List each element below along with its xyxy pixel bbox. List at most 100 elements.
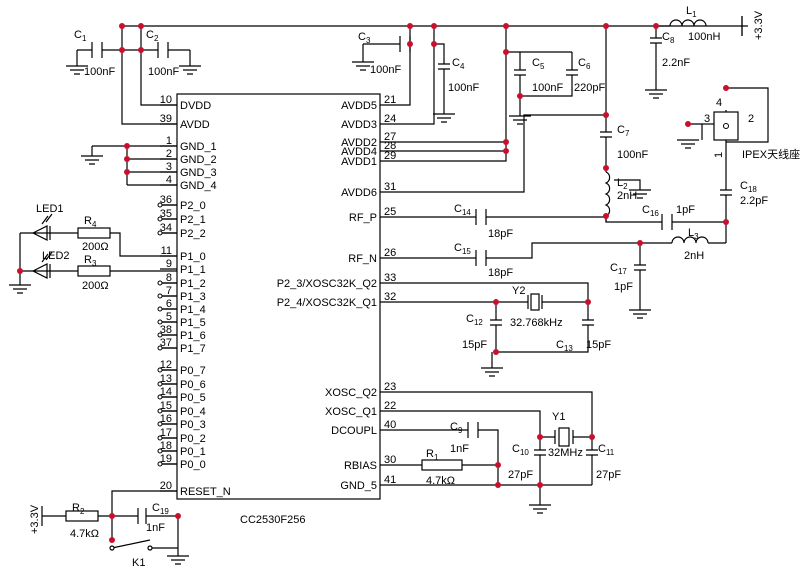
c11-ref: C11	[598, 443, 615, 457]
pin-label: RBIAS	[344, 460, 377, 472]
pin-number: 37	[160, 337, 172, 349]
pin-number: 41	[384, 474, 396, 486]
ground-icon	[9, 284, 31, 294]
pin-number: 18	[160, 440, 172, 452]
pin-number: 40	[384, 419, 396, 431]
c13-ref: C13	[556, 339, 573, 353]
c9-value: 1nF	[450, 443, 469, 455]
c2-ref: C2	[146, 29, 159, 43]
pin-label: AVDD6	[341, 187, 377, 199]
pin-number: 34	[160, 222, 172, 234]
open-pin-markers	[157, 202, 163, 467]
pin-number: 8	[166, 272, 172, 284]
c9-ref: C9	[450, 421, 463, 435]
chip-name: CC2530F256	[240, 514, 305, 526]
ant-pin2: 2	[748, 113, 754, 125]
pin-label: DCOUPL	[331, 425, 377, 437]
led-icon	[31, 213, 53, 241]
pin-label: P1_0	[180, 251, 206, 263]
resistor-r1	[421, 459, 463, 471]
pin-number: 11	[161, 245, 172, 257]
resistor-r4	[77, 227, 111, 239]
c16-value: 1pF	[676, 204, 695, 216]
pin-number: 1	[166, 135, 172, 147]
pin-label: P0_3	[180, 419, 206, 431]
pin-label: P1_3	[180, 291, 206, 303]
pin-number: 23	[384, 381, 396, 393]
pin-label: P2_3/XOSC32K_Q2	[277, 278, 377, 290]
c4-value: 100nF	[448, 82, 479, 94]
ground-icon	[677, 139, 699, 149]
pin-number: 32	[384, 291, 396, 303]
pin-label: AVDD5	[341, 100, 377, 112]
pin-number: 27	[384, 131, 396, 143]
c6-value: 220pF	[574, 82, 605, 94]
r3-ref: R3	[84, 254, 97, 268]
pin-number: 38	[160, 324, 172, 336]
pin-number: 4	[166, 174, 172, 186]
pin-label: AVDD2	[341, 137, 377, 149]
c3-value: 100nF	[370, 64, 401, 76]
c11-value: 27pF	[596, 469, 621, 481]
pin-number: 13	[160, 373, 172, 385]
pin-label: P2_2	[180, 228, 206, 240]
pin-number: 36	[160, 194, 172, 206]
ground-icon	[645, 89, 667, 99]
c5-value: 100nF	[532, 82, 563, 94]
pin-label: P0_6	[180, 379, 206, 391]
pin-number: 14	[160, 386, 172, 398]
led1-label: LED1	[36, 203, 64, 215]
pin-label: P0_2	[180, 433, 206, 445]
c15-ref: C15	[454, 242, 471, 256]
pin-number: 29	[384, 150, 396, 162]
r4-value: 200Ω	[82, 241, 109, 253]
crystal-y2	[527, 293, 543, 311]
resistor-r2	[65, 510, 99, 522]
ant-pin1: 1	[713, 152, 725, 158]
c2-value: 100nF	[148, 66, 179, 78]
pin-label: P1_6	[180, 330, 206, 342]
pin-label: P2_0	[180, 200, 206, 212]
pin-number: 10	[160, 94, 172, 106]
ground-icon	[167, 555, 189, 565]
y1-ref: Y1	[552, 411, 565, 423]
pin-label: P0_1	[180, 446, 206, 458]
wires	[19, 16, 769, 556]
c18-ref: C18	[740, 180, 757, 194]
pin-label: AVDD4	[341, 146, 377, 158]
pin-number: 6	[166, 298, 172, 310]
pin-label: AVDD	[180, 119, 210, 131]
pin-label: P1_2	[180, 278, 206, 290]
ground-icon	[66, 65, 88, 75]
resistor-r3	[77, 265, 111, 277]
r1-ref: R1	[426, 448, 439, 462]
pin-number: 24	[384, 113, 396, 125]
component-labels: C1 100nF C2 100nF C3 100nF C4 100nF C5 1…	[29, 5, 800, 569]
pin-label: P1_5	[180, 317, 206, 329]
ant-pin4: 4	[716, 97, 722, 109]
c12-value: 15pF	[462, 339, 487, 351]
l1-value: 100nH	[688, 31, 720, 43]
leds	[31, 213, 53, 279]
pin-number: 31	[384, 181, 396, 193]
inductor-l2	[604, 171, 611, 217]
inductor-l1	[669, 19, 707, 27]
pin-number: 35	[160, 208, 172, 220]
crystals	[527, 293, 574, 447]
r2-value: 4.7kΩ	[70, 528, 99, 540]
chip-body	[176, 93, 381, 500]
pin-number: 7	[166, 285, 172, 297]
pin-label: RF_P	[349, 212, 377, 224]
pin-label: AVDD1	[341, 156, 377, 168]
ground-icon	[629, 189, 651, 199]
c10-ref: C10	[512, 443, 529, 457]
pin-number: 5	[166, 311, 172, 323]
c18-value: 2.2pF	[740, 195, 768, 207]
c10-value: 27pF	[508, 469, 533, 481]
pin-label: P0_0	[180, 459, 206, 471]
antenna-label: IPEX天线座	[742, 147, 800, 161]
pin-label: P0_4	[180, 406, 206, 418]
pin-number: 26	[384, 247, 396, 259]
